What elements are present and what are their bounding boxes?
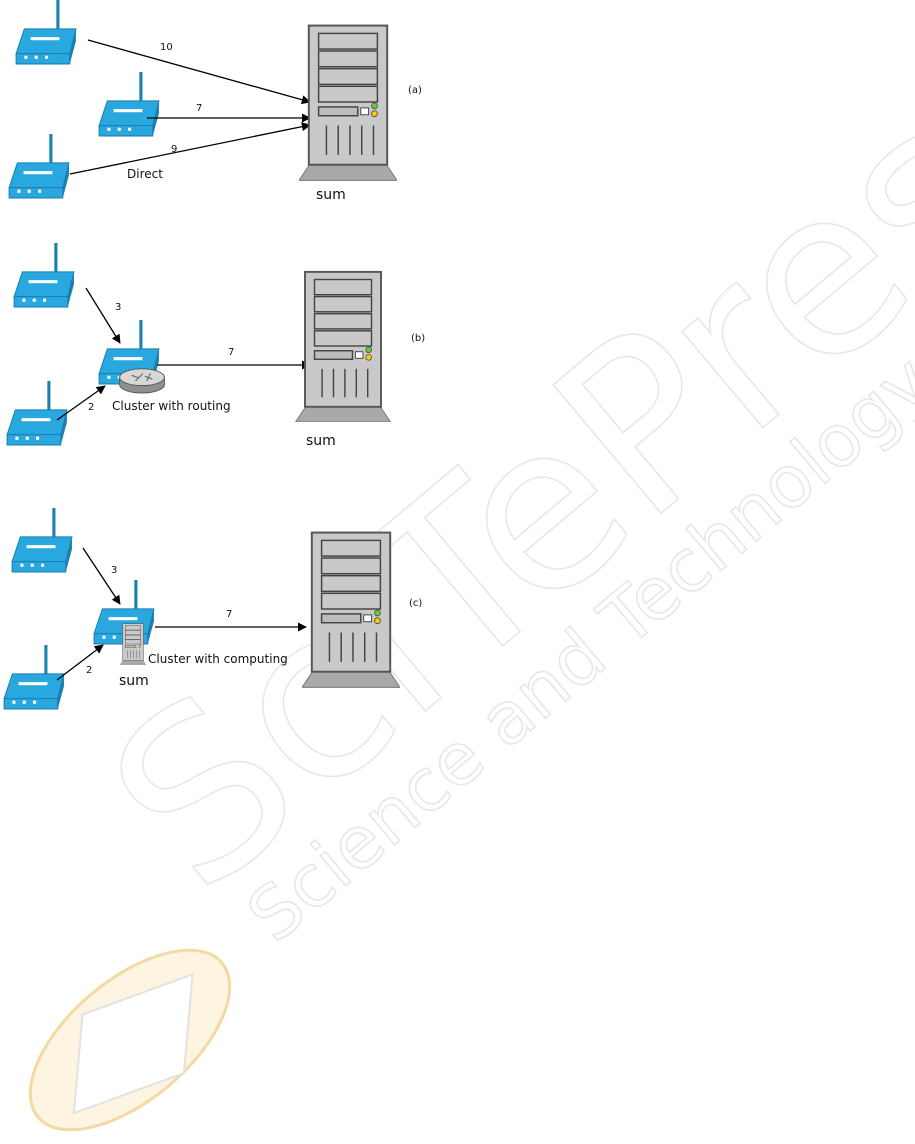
aggregate-label: sum — [316, 187, 346, 203]
access-point-icon — [9, 134, 69, 198]
aggregate-label: sum — [306, 433, 336, 449]
panel-caption: Direct — [127, 167, 163, 181]
link-label: 2 — [86, 665, 92, 676]
panel-tag: (c) — [409, 598, 422, 609]
link-label: 10 — [160, 42, 173, 53]
link-label: 2 — [88, 402, 94, 413]
cluster-aggregate-label: sum — [119, 673, 149, 689]
access-point-icon — [4, 645, 64, 709]
routing-device-icon — [120, 369, 165, 393]
link-label: 9 — [171, 144, 177, 155]
watermark-logo — [0, 917, 260, 1144]
link-label: 7 — [228, 347, 234, 358]
access-point-icon — [7, 381, 67, 445]
server-icon — [302, 533, 400, 688]
access-point-icon — [12, 508, 72, 572]
link-label: 7 — [196, 103, 202, 114]
panel-caption: Cluster with computing — [148, 652, 288, 666]
server-icon — [299, 26, 397, 181]
link-label: 7 — [226, 609, 232, 620]
link-label: 3 — [115, 302, 121, 313]
link-label: 3 — [111, 565, 117, 576]
computing-server-icon — [120, 624, 146, 665]
access-point-icon — [16, 0, 76, 64]
panel-tag: (a) — [408, 85, 422, 96]
panel-b: 3 2 7 Cluster with routing sum (b) — [7, 243, 425, 449]
panel-tag: (b) — [411, 333, 425, 344]
link-arrow — [57, 645, 103, 680]
link-arrow — [88, 40, 310, 102]
panel-caption: Cluster with routing — [112, 399, 231, 413]
server-icon — [296, 272, 391, 422]
access-point-icon — [14, 243, 74, 307]
link-arrow — [57, 386, 105, 420]
access-point-icon — [99, 72, 159, 136]
panel-a: 10 7 9 Direct sum (a) — [9, 0, 422, 203]
link-arrow — [83, 548, 120, 604]
link-arrow — [86, 288, 120, 343]
